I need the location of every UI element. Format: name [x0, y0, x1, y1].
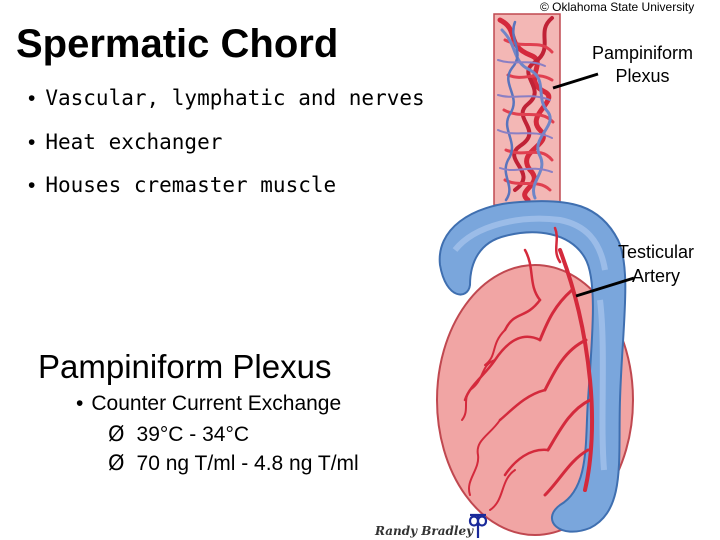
sub-bullet-text: 39°C - 34°C: [136, 423, 250, 446]
university-logo-icon: [468, 513, 488, 538]
bullet-item: • Vascular, lymphatic and nerves: [28, 86, 425, 111]
anatomy-illustration: [436, 13, 635, 536]
artist-signature: Randy Bradley: [375, 524, 474, 538]
label-line: Artery: [632, 266, 681, 286]
pampiniform-plexus-label: Pampiniform Plexus: [592, 42, 693, 88]
label-line: Testicular: [618, 242, 695, 262]
bullet-text: Vascular, lymphatic and nerves: [45, 86, 425, 110]
arrow-bullet-icon: Ø: [108, 422, 125, 446]
sub-bullet-text: 70 ng T/ml - 4.8 ng T/ml: [136, 452, 359, 475]
bullet-text: Houses cremaster muscle: [45, 173, 337, 197]
artery-leader-line: [575, 276, 635, 298]
label-line: Pampiniform: [592, 43, 694, 63]
arrow-bullet-icon: Ø: [108, 451, 125, 475]
bullet-text: Heat exchanger: [45, 130, 223, 154]
subsection-bullet: • Counter Current Exchange: [76, 392, 341, 416]
bullet-item: • Heat exchanger: [28, 130, 222, 155]
testicular-artery-branches: [461, 226, 595, 511]
copyright-notice: © Oklahoma State University: [540, 0, 695, 14]
epididymis: [438, 200, 627, 533]
subsection-title: Pampiniform Plexus: [38, 348, 332, 385]
bullet-dot: •: [76, 392, 84, 415]
bullet-dot: •: [28, 131, 36, 154]
bullet-item: • Houses cremaster muscle: [28, 173, 336, 198]
bullet-text: Counter Current Exchange: [91, 392, 342, 415]
slide-title: Spermatic Chord: [16, 22, 339, 66]
label-line: Plexus: [615, 66, 670, 86]
sub-bullet-item: Ø 39°C - 34°C: [108, 422, 249, 447]
sub-bullet-item: Ø 70 ng T/ml - 4.8 ng T/ml: [108, 451, 359, 476]
pampiniform-plexus-vessels: [497, 16, 555, 203]
bullet-dot: •: [28, 87, 36, 110]
plexus-leader-line: [552, 72, 599, 90]
testicular-artery-label: Testicular Artery: [618, 240, 694, 288]
bullet-dot: •: [28, 174, 36, 197]
